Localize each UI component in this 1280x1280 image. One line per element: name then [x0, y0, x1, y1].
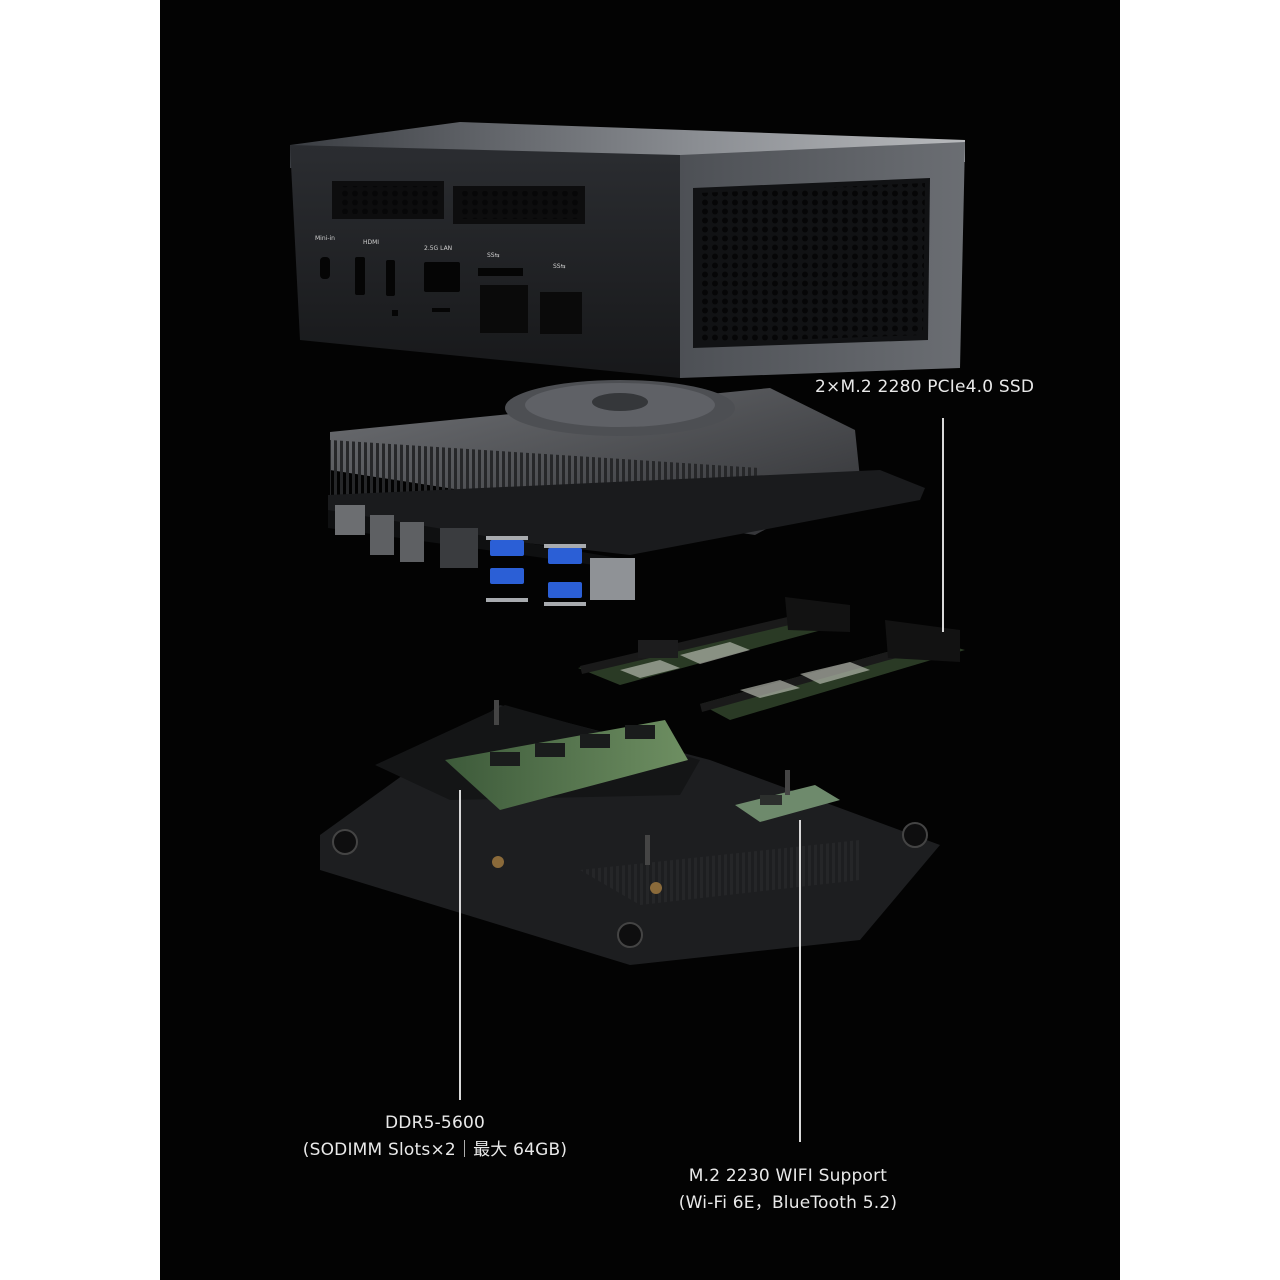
- exploded-view-illustration: Mini-in HDMI 2.5G LAN SS⇆ SS⇆: [290, 122, 965, 1142]
- callout-ssd: 2×M.2 2280 PCIe4.0 SSD: [815, 374, 1034, 401]
- port-label-power: Mini-in: [315, 235, 335, 242]
- ssd-label: 2×M.2 2280 PCIe4.0 SSD: [815, 377, 1035, 397]
- bottom-chassis: [320, 700, 940, 965]
- product-panel: Mini-in HDMI 2.5G LAN SS⇆ SS⇆: [160, 0, 1120, 1280]
- port-label-usb-b: SS⇆: [553, 263, 566, 270]
- port-label-hdmi: HDMI: [363, 239, 379, 246]
- usb-ports: [490, 540, 582, 598]
- callout-wifi: M.2 2230 WIFI Support (Wi-Fi 6E，BlueToot…: [638, 1163, 938, 1217]
- callout-memory: DDR5-5600 (SODIMM Slots×2｜最大 64GB): [280, 1110, 590, 1164]
- callout-lines: [459, 418, 944, 1142]
- wifi-label-line2: (Wi-Fi 6E，BlueTooth 5.2): [678, 1193, 898, 1213]
- mini-pc-chassis: [290, 122, 965, 378]
- ssd-modules: [578, 597, 965, 720]
- port-labels: Mini-in HDMI 2.5G LAN SS⇆ SS⇆: [315, 235, 566, 270]
- memory-label-line1: DDR5-5600: [384, 1113, 485, 1133]
- port-label-lan: 2.5G LAN: [424, 245, 452, 252]
- port-label-usb-a: SS⇆: [487, 252, 500, 259]
- wifi-label-line1: M.2 2230 WIFI Support: [688, 1166, 888, 1186]
- memory-label-line2: (SODIMM Slots×2｜最大 64GB): [302, 1140, 568, 1160]
- heatsink-motherboard-assembly: [328, 380, 925, 606]
